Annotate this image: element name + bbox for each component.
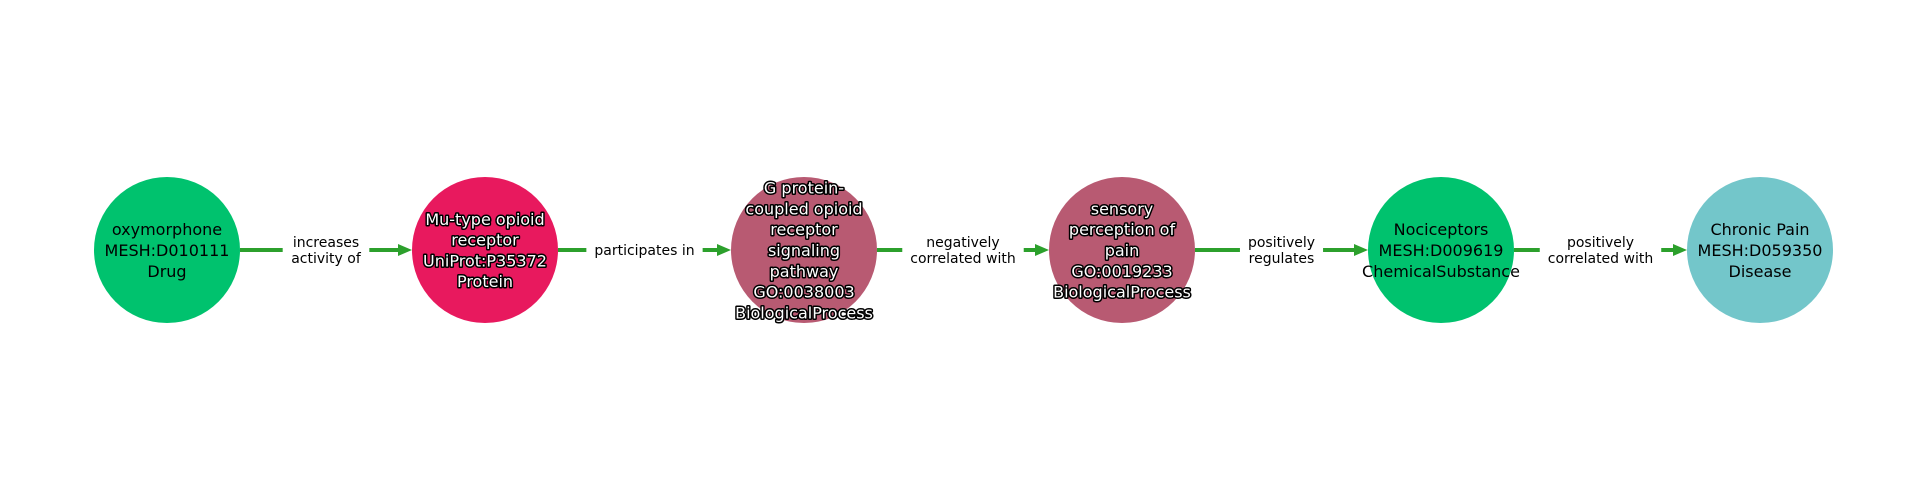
node-label-line: MESH:D010111 xyxy=(105,241,230,260)
node-label-line: receptor xyxy=(451,231,519,250)
node-label-line: oxymorphone xyxy=(112,220,222,239)
node-label-line: ChemicalSubstance xyxy=(1362,262,1520,281)
arrowhead-icon xyxy=(1354,244,1368,256)
edge-label-line: negatively xyxy=(926,235,999,251)
arrowhead-icon xyxy=(717,244,731,256)
edge-label-line: regulates xyxy=(1249,251,1315,267)
node-label-line: G protein- xyxy=(764,179,844,198)
edge-label-line: correlated with xyxy=(1548,251,1653,267)
edge-label-line: correlated with xyxy=(910,251,1015,267)
arrowhead-icon xyxy=(1673,244,1687,256)
arrowhead-icon xyxy=(398,244,412,256)
node-label-line: MESH:D009619 xyxy=(1379,241,1504,260)
node-circle xyxy=(412,177,558,323)
node-circle xyxy=(1049,177,1195,323)
node-label-line: MESH:D059350 xyxy=(1698,241,1823,260)
arrowhead-icon xyxy=(1035,244,1049,256)
node-label-line: Disease xyxy=(1729,262,1792,281)
node-label-line: signaling xyxy=(768,241,840,260)
node-label-line: GO:0019233 xyxy=(1071,262,1172,281)
edge-label: participates in xyxy=(594,243,694,259)
node-label-line: Nociceptors xyxy=(1394,220,1489,239)
node-circle xyxy=(731,177,877,323)
node-label-line: Chronic Pain xyxy=(1710,220,1809,239)
node-circle xyxy=(1687,177,1833,323)
node-label-line: GO:0038003 xyxy=(753,283,854,302)
node-label-line: sensory xyxy=(1091,199,1154,218)
node-label-line: BiologicalProcess xyxy=(1053,283,1191,302)
node-label-line: receptor xyxy=(770,220,838,239)
node-label-line: Mu-type opioid xyxy=(425,210,544,229)
node-label-line: UniProt:P35372 xyxy=(423,251,547,270)
edge-label-line: participates in xyxy=(594,243,694,259)
node-label-line: pathway xyxy=(770,262,839,281)
edge-label-line: activity of xyxy=(291,251,362,267)
node-label-line: Drug xyxy=(147,262,186,281)
node-circle xyxy=(94,177,240,323)
edge-label-line: increases xyxy=(293,235,359,251)
node-3: G protein-coupled opioid receptor signalin… xyxy=(731,177,877,324)
node-label: G protein-coupled opioid receptor signalin… xyxy=(735,179,873,323)
node-circle xyxy=(1368,177,1514,323)
node-label-line: coupled opioid xyxy=(745,199,862,218)
node-label-line: perception of xyxy=(1069,220,1176,239)
edge-label-line: positively xyxy=(1567,235,1634,251)
node-label-line: Protein xyxy=(457,272,513,291)
node-label-line: pain xyxy=(1105,241,1140,260)
edge-2: participates in xyxy=(558,243,731,259)
edge-label-line: positively xyxy=(1248,235,1315,251)
node-label-line: BiologicalProcess xyxy=(735,303,873,322)
